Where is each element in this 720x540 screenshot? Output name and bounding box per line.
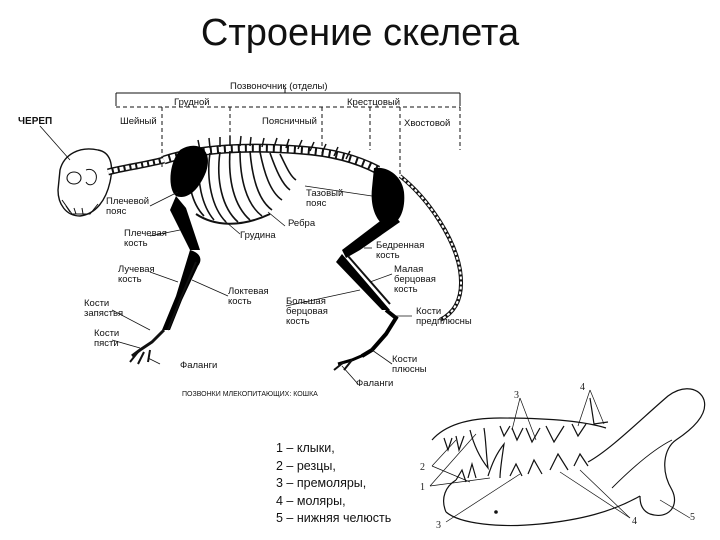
label-shoulder-girdle-1: Плечевой [106,196,149,207]
label-femur-2: кость [376,250,400,261]
section-cervical: Шейный [120,116,157,127]
legend-item: 3 – премоляры, [276,476,367,490]
label-tibia-1: Большая [286,296,326,307]
label-metacarpals-2: пясти [94,338,119,349]
teeth-legend: 1 – клыки, 2 – резцы, 3 – премоляры, 4 –… [276,440,391,528]
section-caudal: Хвостовой [404,118,450,129]
section-lumbar: Поясничный [262,116,317,127]
label-metatarsals-1: Кости [392,354,417,365]
label-tibia-2: берцовая [286,306,328,317]
jaw-number-4-top: 4 [580,382,585,393]
jaw-number-3-top: 3 [514,390,519,401]
legend-item: 4 – моляры, [276,493,346,508]
label-shoulder-girdle-2: пояс [106,206,127,217]
legend-item: 2 – резцы, [276,458,336,473]
jaw-number-3-bottom: 3 [436,520,441,531]
label-tarsals-1: Кости [416,306,441,317]
cat-skeleton [57,135,463,371]
jaw-number-4-bottom: 4 [632,516,637,527]
label-pelvic-girdle-1: Тазовый [306,188,343,199]
label-sternum: Грудина [240,230,276,241]
jaw-drawing [431,388,706,527]
spine-sections-bracket [115,88,461,175]
label-fibula-3: кость [394,284,418,295]
label-skull: ЧЕРЕП [18,116,52,127]
label-phalanges-front: Фаланги [180,360,217,371]
legend-item: 1 – клыки, [276,441,335,455]
label-ulna-2: кость [228,296,252,307]
label-carpals-2: запястья [84,308,123,319]
label-radius-1: Лучевая [118,264,155,275]
section-sacral: Крестцовый [347,97,400,108]
label-fibula-2: берцовая [394,274,436,285]
jaw-leader-lines [429,389,691,523]
label-tarsals-2: предплюсны [416,316,472,327]
legend-item: 5 – нижняя челюсть [276,511,392,525]
label-radius-2: кость [118,274,142,285]
leader-lines [39,125,412,385]
label-femur-1: Бедренная [376,240,424,251]
label-ribs: Ребра [288,218,316,229]
skeleton-caption: ПОЗВОНКИ МЛЕКОПИТАЮЩИХ: КОШКА [182,391,318,398]
label-phalanges-hind: Фаланги [356,378,393,389]
jaw-number-1: 1 [420,482,425,493]
jaw-number-2: 2 [420,462,425,473]
label-metacarpals-1: Кости [94,328,119,339]
label-pelvic-girdle-2: пояс [306,198,327,209]
label-humerus-1: Плечевая [124,228,167,239]
section-thoracic: Грудной [174,97,210,108]
label-humerus-2: кость [124,238,148,249]
label-ulna-1: Локтевая [228,286,269,297]
label-carpals-1: Кости [84,298,109,309]
spine-header: Позвоночник (отделы) [230,81,328,92]
page-title: Строение скелета [200,12,520,54]
label-metatarsals-2: плюсны [392,364,427,375]
jaw-number-5: 5 [690,512,695,523]
label-tibia-3: кость [286,316,310,327]
label-fibula-1: Малая [394,264,423,275]
